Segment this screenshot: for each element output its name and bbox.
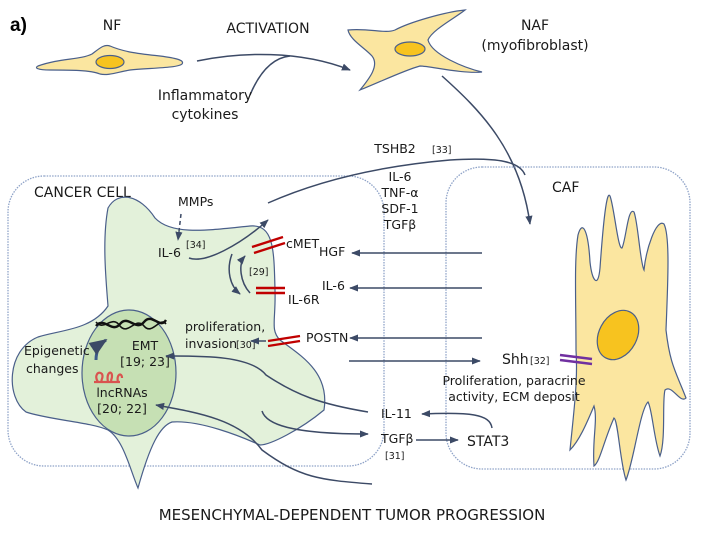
cancer-cell-nucleus (81, 309, 177, 437)
ref-32: [32] (530, 356, 550, 367)
emt-label: EMT (132, 338, 159, 353)
cytokines-label: cytokines (172, 107, 239, 123)
ref-34: [34] (186, 240, 206, 251)
cytokine-il6: IL-6 (389, 169, 412, 184)
cytokine-input-line (249, 55, 291, 96)
lncrnas-label: lncRNAs (96, 385, 147, 400)
naf-nucleus (394, 41, 426, 57)
postn-label: POSTN (306, 330, 348, 345)
emt-ref: [19; 23] (120, 354, 170, 369)
shh-label: Shh (502, 352, 529, 368)
il11-label: IL-11 (381, 406, 412, 421)
il6-internal-label: IL-6 (158, 245, 181, 260)
cytokine-sdf1: SDF-1 (381, 201, 418, 216)
crosstalk-arrow-up (236, 255, 251, 294)
naf-label: NAF (521, 18, 549, 34)
tshb2-label: TSHB2 (373, 141, 416, 156)
naf-sublabel: (myofibroblast) (481, 38, 588, 54)
tshb2-line (267, 158, 526, 204)
caf-effect-line2: activity, ECM deposit (448, 389, 580, 404)
lncrna-icon (94, 371, 124, 384)
proliferation-label: proliferation, (185, 319, 265, 334)
ref-33: [33] (432, 145, 452, 156)
caf-cell (569, 194, 687, 482)
il6-secretion-arrow (188, 219, 269, 260)
hgf-label: HGF (319, 244, 345, 259)
stat3-label: STAT3 (467, 434, 509, 450)
tgfb-secretion-arrow (261, 410, 369, 438)
diagram-footer-title: MESENCHYMAL-DEPENDENT TUMOR PROGRESSION (159, 506, 546, 524)
ref-31: [31] (385, 451, 405, 462)
caf-compartment (445, 166, 691, 470)
mmps-arrow (175, 213, 183, 241)
caf-effect-line1: Proliferation, paracrine (442, 373, 585, 388)
nf-nucleus (95, 54, 125, 70)
shh-receptor (559, 353, 593, 366)
il6-middle-label: IL-6 (322, 278, 345, 293)
naf-cell (347, 9, 483, 92)
mmps-label: MMPs (178, 194, 213, 209)
nf-label: NF (103, 18, 122, 34)
caf-title: CAF (552, 180, 579, 196)
il6r-label: IL-6R (288, 292, 320, 307)
panel-label: a) (10, 15, 27, 36)
activation-arrow (196, 53, 351, 71)
cmet-receptor (251, 235, 286, 255)
cmet-label: cMET (286, 236, 320, 251)
epigenetic-label: Epigenetic (24, 343, 90, 358)
epigenetic-arrow-icon (88, 338, 108, 361)
stat3-to-il11-arrow (421, 410, 493, 429)
cancer-cell-compartment (7, 175, 385, 467)
il11-to-emt-arrow (165, 352, 369, 413)
lncrnas-ref: [20; 22] (97, 401, 147, 416)
inflammatory-label: Inflammatory (158, 88, 252, 104)
ref-30: [30] (236, 340, 256, 351)
postn-receptor (267, 334, 301, 348)
ref-29: [29] (249, 267, 269, 278)
cytokine-tnfa: TNF-α (381, 185, 419, 200)
il6r-receptor (256, 286, 285, 295)
cancer-cell-title: CANCER CELL (34, 185, 131, 201)
crosstalk-arrow-down (228, 253, 241, 295)
dna-helix-icon (95, 317, 168, 330)
to-lncrna-arrow (155, 402, 373, 485)
activation-label: ACTIVATION (226, 21, 309, 37)
naf-to-caf-arrow (441, 75, 533, 225)
tgfb-label: TGFβ (380, 431, 414, 446)
nf-cell (35, 44, 184, 76)
caf-nucleus (596, 309, 640, 361)
cytokine-tgfb: TGFβ (383, 217, 417, 232)
invasion-label: invasion (185, 336, 237, 351)
changes-label: changes (26, 361, 79, 376)
